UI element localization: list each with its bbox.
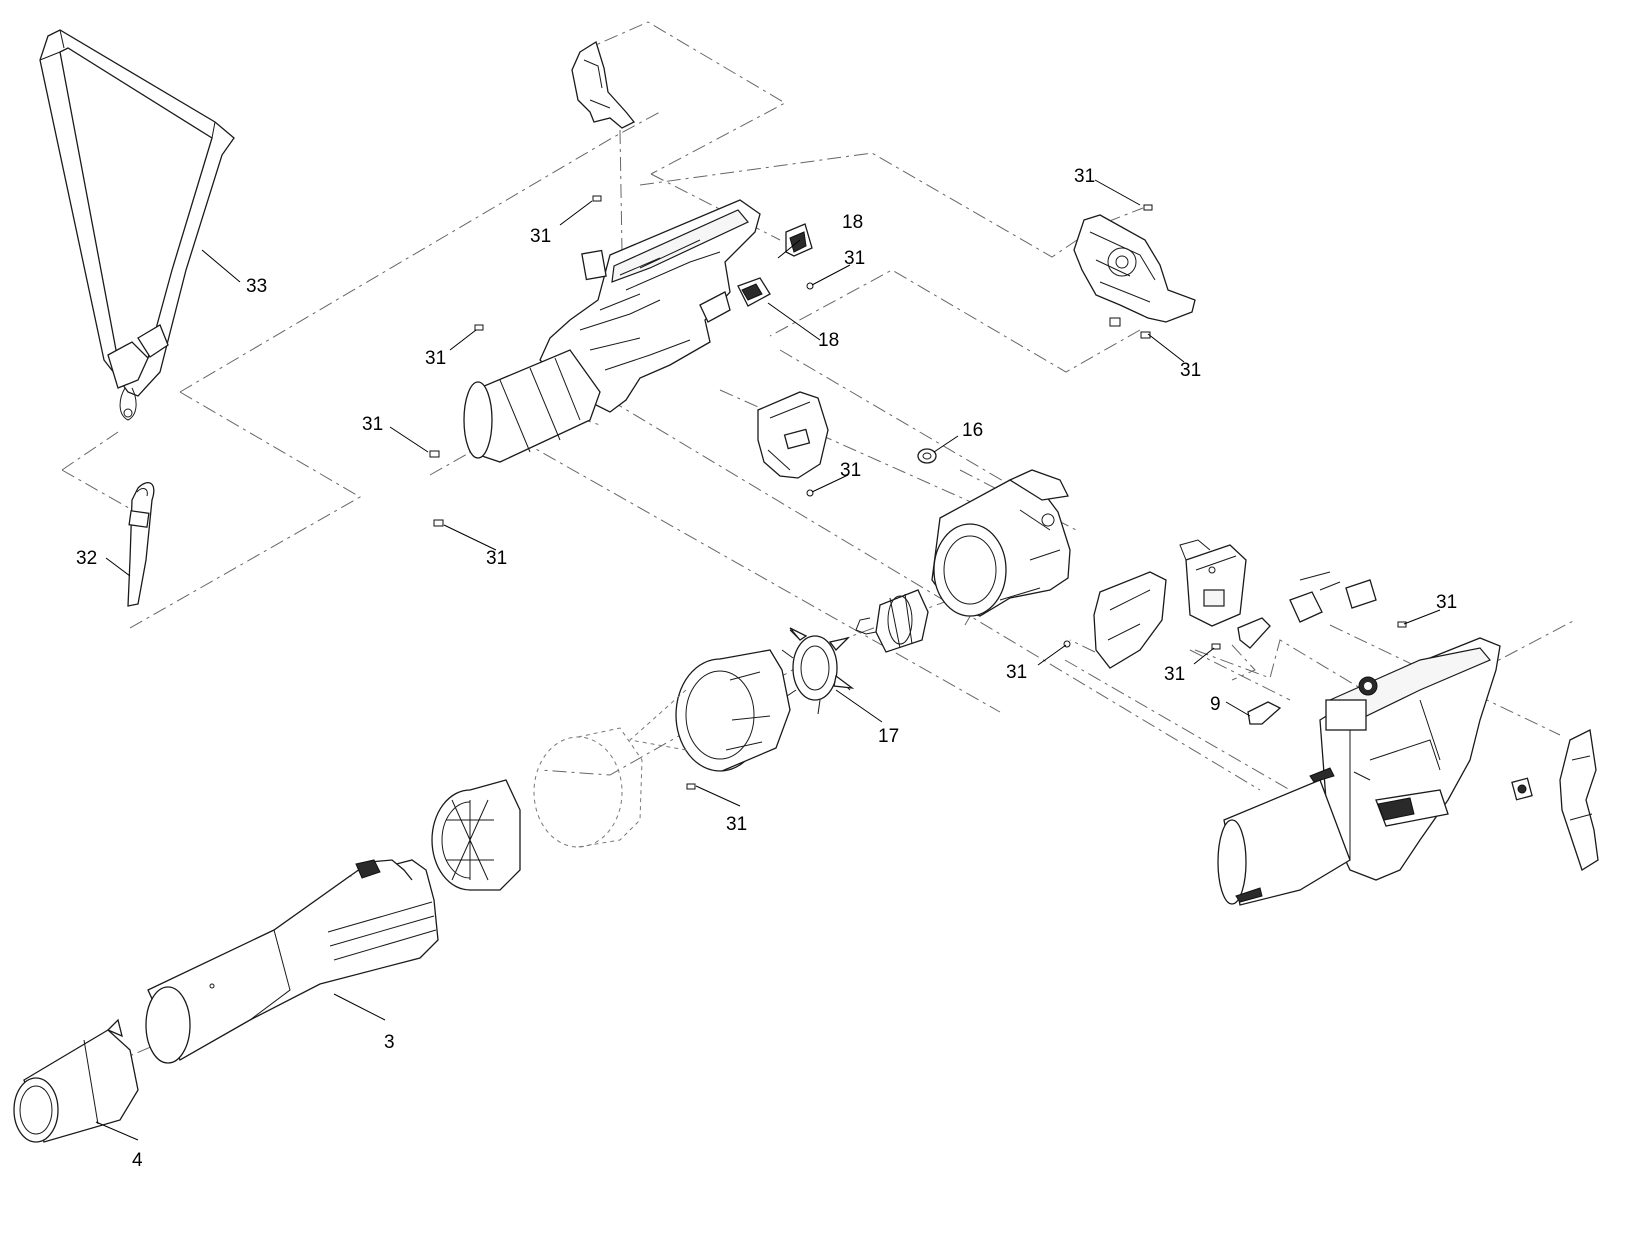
callout-31: 31 [362,414,383,435]
screw-set-part-31 [429,195,1407,790]
switch-part-18-upper [785,223,813,257]
bushing-part-16 [917,448,937,464]
callout-31: 31 [530,226,551,247]
battery-cover-plate [757,391,829,479]
side-cover-panel [1093,571,1167,669]
callout-31: 31 [844,248,865,269]
callout-18: 18 [842,212,863,233]
filter-grill [431,779,521,891]
callout-31: 31 [1006,662,1027,683]
switch-part-18-lower [737,277,771,307]
callout-33: 33 [246,276,267,297]
rear-main-housing [1217,637,1533,906]
callout-31: 31 [486,548,507,569]
callout-3: 3 [384,1032,395,1053]
callout-31: 31 [840,460,861,481]
callout-31: 31 [1074,166,1095,187]
latch-part-9 [1247,701,1282,725]
callout-32: 32 [76,548,97,569]
rocker-trigger [1237,571,1377,649]
upper-housing-left [463,199,761,463]
callout-9: 9 [1210,694,1221,715]
fan-housing [931,469,1071,617]
blower-tube-part-3 [145,859,439,1064]
inlet-stator [628,649,791,772]
callout-16: 16 [962,420,983,441]
strap-clip-part-32 [127,482,155,607]
callout-31: 31 [1180,360,1201,381]
shoulder-strap-part-33 [39,29,235,421]
motor [855,589,929,653]
callout-31: 31 [1164,664,1185,685]
rear-grip-cap [1559,729,1599,871]
assembly-lines [61,21,1576,1061]
callout-17: 17 [878,726,899,747]
leader-lines [95,179,1441,1141]
impeller-part-17 [781,627,855,715]
callout-labels: 33 32 31 31 31 31 31 31 31 31 31 31 31 3… [76,166,1457,1171]
callout-31: 31 [1436,592,1457,613]
top-trigger-bracket [571,41,636,129]
callout-4: 4 [132,1150,143,1171]
nozzle-tip-part-4 [13,1018,139,1143]
callout-31: 31 [726,814,747,835]
callout-31: 31 [425,348,446,369]
upper-housing-right-cover [1073,214,1196,327]
control-board [1179,539,1247,627]
callout-18: 18 [818,330,839,351]
inlet-ring [533,727,643,848]
